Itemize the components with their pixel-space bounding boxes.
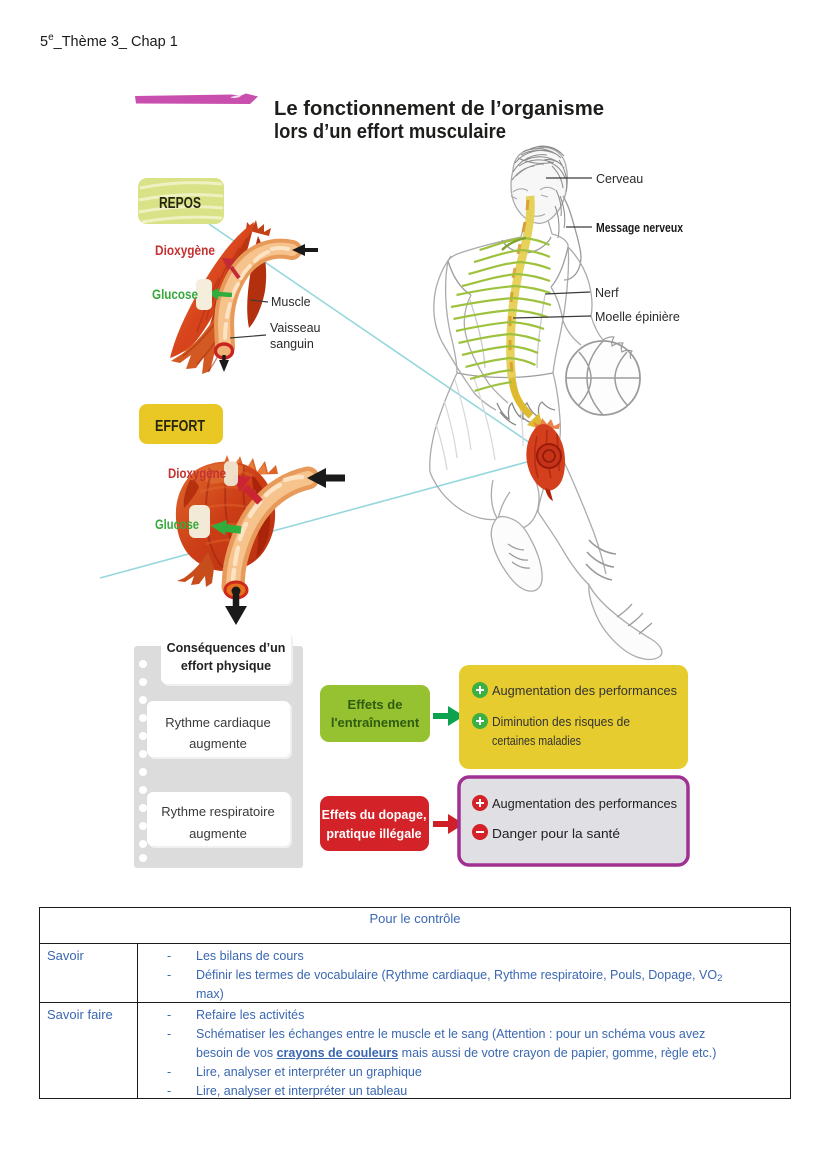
- svg-text:Rythme cardiaque: Rythme cardiaque: [165, 715, 271, 730]
- svg-text:Nerf: Nerf: [595, 286, 619, 300]
- svg-text:Dioxygène: Dioxygène: [168, 465, 226, 481]
- svg-text:Rythme respiratoire: Rythme respiratoire: [161, 804, 274, 819]
- svg-text:Glucose: Glucose: [152, 286, 198, 302]
- svg-text:EFFORT: EFFORT: [155, 418, 205, 435]
- svg-text:Effets du dopage,: Effets du dopage,: [322, 808, 427, 822]
- svg-text:Conséquences d’un: Conséquences d’un: [167, 641, 286, 655]
- svg-text:REPOS: REPOS: [159, 195, 201, 212]
- svg-text:Message nerveux: Message nerveux: [596, 221, 683, 235]
- svg-text:Muscle: Muscle: [271, 295, 311, 309]
- svg-text:sanguin: sanguin: [270, 337, 314, 351]
- svg-text:effort physique: effort physique: [181, 659, 271, 673]
- svg-text:augmente: augmente: [189, 826, 247, 841]
- svg-text:Augmentation des performances: Augmentation des performances: [492, 796, 677, 811]
- svg-text:lors d’un effort musculaire: lors d’un effort musculaire: [274, 120, 506, 143]
- svg-text:Le fonctionnement de l’organis: Le fonctionnement de l’organisme: [274, 97, 604, 120]
- svg-text:Moelle épinière: Moelle épinière: [595, 310, 680, 324]
- svg-text:Dioxygène: Dioxygène: [155, 242, 215, 258]
- svg-text:Effets de: Effets de: [348, 697, 403, 712]
- svg-text:certaines maladies: certaines maladies: [492, 733, 581, 748]
- svg-text:Augmentation des performances: Augmentation des performances: [492, 683, 677, 698]
- svg-text:l'entraînement: l'entraînement: [331, 715, 420, 730]
- svg-text:Glucose: Glucose: [155, 516, 199, 532]
- svg-text:augmente: augmente: [189, 736, 247, 751]
- svg-text:Diminution des risques de: Diminution des risques de: [492, 714, 630, 729]
- svg-text:Danger pour la santé: Danger pour la santé: [492, 826, 620, 841]
- svg-text:pratique illégale: pratique illégale: [326, 827, 421, 841]
- svg-text:Vaisseau: Vaisseau: [270, 321, 321, 335]
- svg-text:Cerveau: Cerveau: [596, 172, 643, 186]
